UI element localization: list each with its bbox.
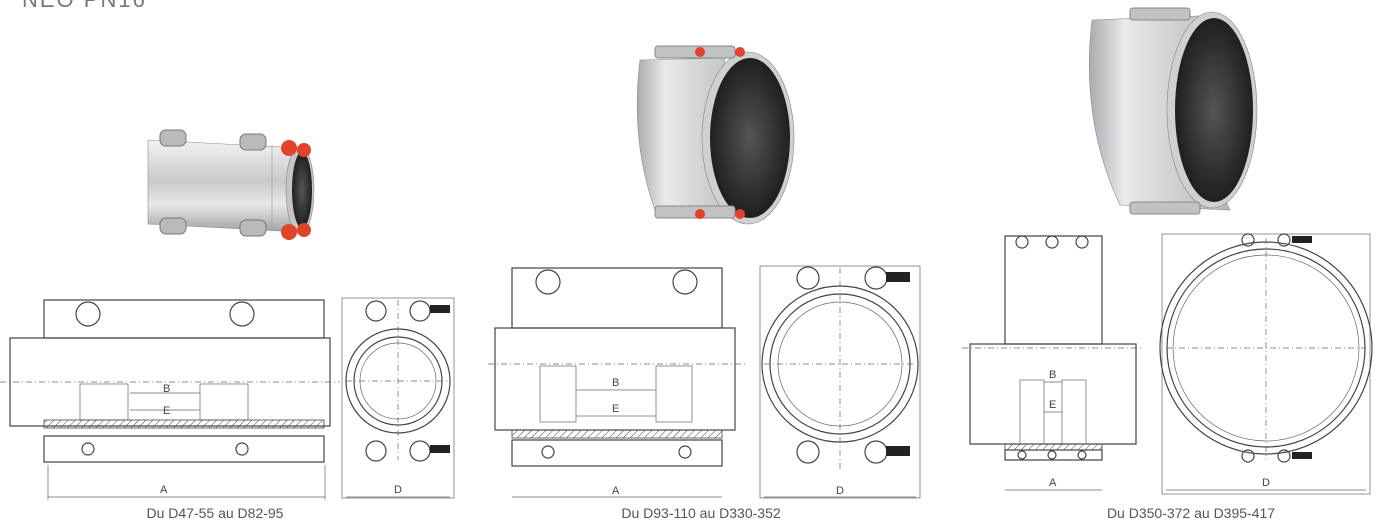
dimension-label-b: B bbox=[163, 383, 170, 395]
clamp-medium-photo bbox=[636, 45, 795, 225]
drawing-front-view-1: D bbox=[341, 297, 455, 499]
drawing-side-view-2: B E A bbox=[488, 267, 745, 498]
drawing-front-view-2: D bbox=[759, 265, 921, 499]
clamp-small-photo bbox=[147, 129, 315, 240]
dimension-label-a: A bbox=[160, 484, 168, 496]
drawing-side-view-1: B E A bbox=[0, 299, 340, 500]
dimension-label-e: E bbox=[1049, 399, 1056, 411]
dimension-label-e: E bbox=[612, 403, 619, 415]
dimension-label-a: A bbox=[1049, 477, 1057, 489]
product-caption-2: Du D93-110 au D330-352 bbox=[621, 505, 781, 521]
page-title: NEO PN16 bbox=[22, 0, 147, 13]
dimension-label-b: B bbox=[1049, 369, 1056, 381]
dimension-label-d: D bbox=[836, 485, 844, 497]
clamp-large-photo bbox=[1088, 7, 1258, 215]
drawing-front-view-3: D bbox=[1159, 233, 1373, 495]
dimension-label-b: B bbox=[612, 377, 619, 389]
dimension-label-d: D bbox=[1262, 477, 1270, 489]
product-caption-1: Du D47-55 au D82-95 bbox=[146, 505, 284, 521]
drawing-side-view-3: B E A bbox=[962, 235, 1142, 491]
product-caption-3: Du D350-372 au D395-417 bbox=[1106, 505, 1276, 521]
dimension-label-e: E bbox=[163, 405, 170, 417]
dimension-label-a: A bbox=[612, 485, 620, 497]
dimension-label-d: D bbox=[394, 484, 402, 496]
